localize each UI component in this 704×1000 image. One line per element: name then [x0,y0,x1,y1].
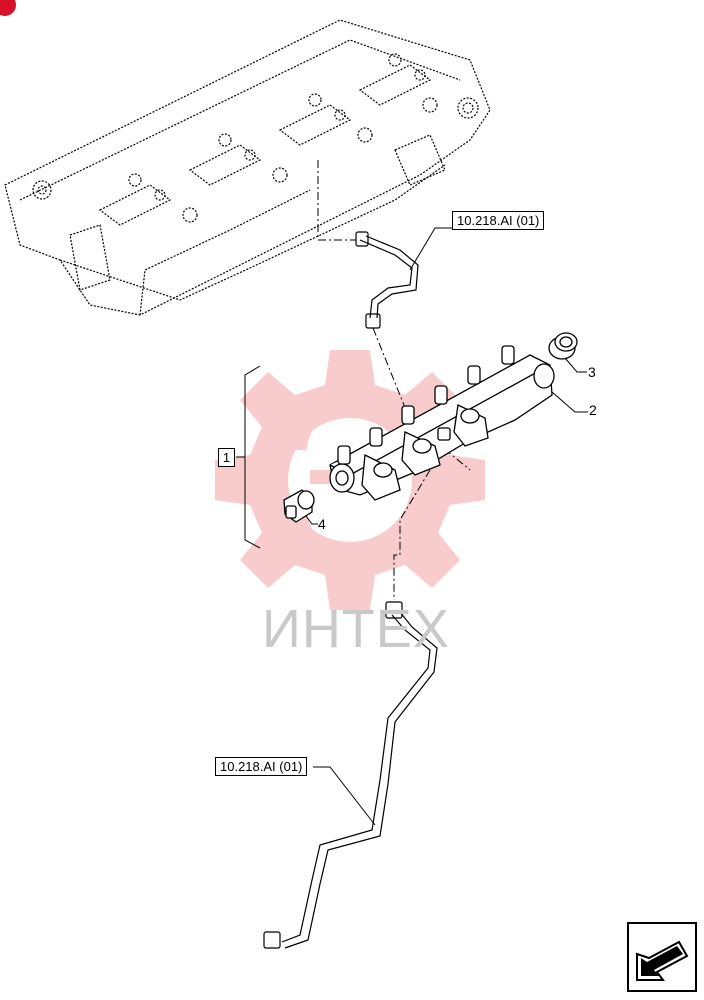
sensor-item-4 [283,489,315,523]
arrow-down-left-icon[interactable] [627,922,697,992]
plug-item-3 [548,332,578,360]
leader-ref-top [409,227,452,271]
watermark-text: ИНТЕХ [262,599,450,659]
leader-4 [305,515,318,525]
leader-ref-bottom [313,766,376,826]
callout-2: 2 [589,402,597,418]
reference-label-bottom[interactable]: 10.218.AI (01) [215,757,308,776]
upper-fuel-pipe [355,231,419,329]
callout-3: 3 [588,364,596,380]
callout-4: 4 [318,516,326,532]
cylinder-head [4,19,491,316]
centerline-head [317,160,356,241]
fuel-rail [329,345,555,501]
lower-fuel-pipe [263,601,438,949]
centerline-lower [393,469,431,600]
leader-2 [551,391,588,413]
leader-3 [564,357,587,373]
corner-marker-icon [0,0,16,16]
reference-label-top[interactable]: 10.218.AI (01) [452,211,545,230]
group-item-label: 1 [218,448,235,467]
